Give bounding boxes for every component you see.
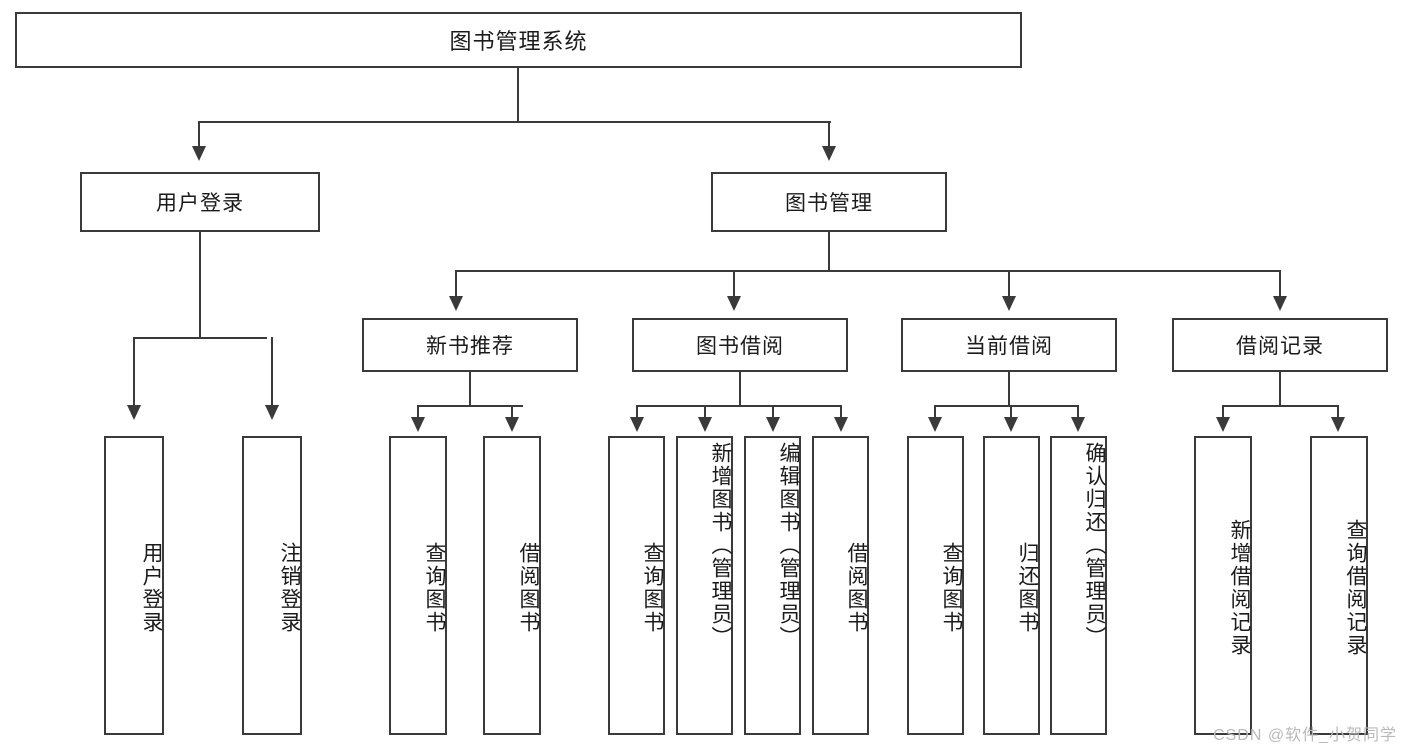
leaf-current-query-book[interactable]: 查询图书 (907, 436, 964, 735)
arrowhead-level3-3 (1002, 296, 1016, 311)
arrowhead-borrow-record-2 (1331, 417, 1345, 432)
connector-new-book-bus (417, 405, 523, 407)
connector-book-borrow-drop-4 (840, 405, 842, 419)
leaf-borrow-borrow-book[interactable]: 借阅图书 (812, 436, 869, 735)
arrowhead-level3-2 (727, 296, 741, 311)
arrowhead-book-borrow-3 (766, 417, 780, 432)
arrowhead-new-book-2 (505, 417, 519, 432)
node-label: 查询图书 (940, 541, 963, 634)
node-borrow-record[interactable]: 借阅记录 (1172, 318, 1388, 372)
connector-user-login-drop-1 (133, 337, 135, 407)
leaf-user-login[interactable]: 用户登录 (104, 436, 164, 735)
leaf-record-query-borrow-record[interactable]: 查询借阅记录 (1310, 436, 1368, 735)
arrowhead-user-login-2 (265, 405, 279, 420)
arrowhead-current-borrow-3 (1071, 417, 1085, 432)
arrowhead-level2-2 (822, 146, 836, 161)
arrowhead-level3-4 (1273, 296, 1287, 311)
connector-level3-drop-1 (455, 270, 457, 298)
connector-book-borrow-drop-3 (772, 405, 774, 419)
leaf-borrow-query-book[interactable]: 查询图书 (608, 436, 665, 735)
connector-current-borrow-stem (1008, 372, 1010, 406)
node-root-book-management-system[interactable]: 图书管理系统 (15, 12, 1022, 68)
arrowhead-borrow-record-1 (1216, 417, 1230, 432)
node-label: 用户登录 (156, 192, 244, 215)
leaf-recommend-query-book[interactable]: 查询图书 (389, 436, 447, 735)
connector-level3-drop-2 (733, 270, 735, 298)
arrowhead-book-borrow-4 (834, 417, 848, 432)
node-label: 查询图书 (423, 541, 446, 634)
node-label: 新增图书（管理员） (709, 442, 732, 649)
node-book-borrow[interactable]: 图书借阅 (632, 318, 848, 372)
leaf-record-add-borrow-record[interactable]: 新增借阅记录 (1194, 436, 1252, 735)
leaf-user-logout[interactable]: 注销登录 (242, 436, 302, 735)
node-label: 借阅图书 (517, 541, 540, 634)
connector-current-borrow-drop-2 (1010, 405, 1012, 419)
leaf-recommend-borrow-book[interactable]: 借阅图书 (483, 436, 541, 735)
connector-new-book-stem (469, 372, 471, 406)
connector-current-borrow-drop-3 (1077, 405, 1079, 419)
arrowhead-book-borrow-2 (698, 417, 712, 432)
connector-book-borrow-drop-1 (636, 405, 638, 419)
connector-level2-drop-2 (828, 121, 830, 149)
node-label: 图书管理系统 (449, 29, 588, 54)
connector-level3-bus (455, 270, 1281, 272)
arrowhead-new-book-1 (411, 417, 425, 432)
node-label: 用户登录 (140, 541, 163, 634)
connector-book-management-stem (828, 232, 830, 271)
node-label: 图书管理 (785, 192, 873, 215)
node-label: 新书推荐 (426, 335, 514, 358)
connector-level3-drop-4 (1279, 270, 1281, 298)
node-label: 图书借阅 (696, 335, 784, 358)
connector-book-borrow-stem (739, 372, 741, 406)
arrowhead-level2-1 (192, 146, 206, 161)
leaf-current-return-book[interactable]: 归还图书 (983, 436, 1040, 735)
node-current-borrow[interactable]: 当前借阅 (901, 318, 1117, 372)
node-label: 查询借阅记录 (1344, 518, 1367, 657)
connector-user-login-stem (199, 232, 201, 338)
connector-borrow-record-stem (1279, 372, 1281, 406)
connector-user-login-bus (133, 337, 267, 339)
node-label: 归还图书 (1016, 541, 1039, 634)
node-user-login[interactable]: 用户登录 (80, 172, 320, 232)
node-label: 当前借阅 (965, 335, 1053, 358)
node-book-management[interactable]: 图书管理 (711, 172, 947, 232)
node-label: 借阅图书 (845, 541, 868, 634)
connector-borrow-record-bus (1222, 405, 1338, 407)
connector-root-stem (517, 68, 519, 122)
connector-level3-drop-3 (1008, 270, 1010, 298)
connector-book-borrow-bus (636, 405, 842, 407)
leaf-borrow-add-book-admin[interactable]: 新增图书（管理员） (676, 436, 733, 735)
node-label: 确认归还（管理员） (1083, 442, 1106, 649)
arrowhead-book-borrow-1 (630, 417, 644, 432)
arrowhead-current-borrow-1 (928, 417, 942, 432)
connector-level2-bus (198, 121, 831, 123)
node-label: 借阅记录 (1236, 335, 1324, 358)
node-label: 编辑图书（管理员） (777, 442, 800, 649)
connector-new-book-drop-2 (511, 405, 513, 419)
connector-borrow-record-drop-2 (1337, 405, 1339, 419)
node-new-book-recommend[interactable]: 新书推荐 (362, 318, 578, 372)
connector-current-borrow-bus (934, 405, 1078, 407)
connector-current-borrow-drop-1 (934, 405, 936, 419)
connector-book-borrow-drop-2 (704, 405, 706, 419)
node-label: 注销登录 (278, 541, 301, 634)
arrowhead-user-login-1 (127, 405, 141, 420)
arrowhead-current-borrow-2 (1004, 417, 1018, 432)
connector-borrow-record-drop-1 (1222, 405, 1224, 419)
connector-new-book-drop-1 (417, 405, 419, 419)
node-label: 新增借阅记录 (1228, 518, 1251, 657)
node-label: 查询图书 (641, 541, 664, 634)
connector-level2-drop-1 (198, 121, 200, 149)
leaf-current-confirm-return-admin[interactable]: 确认归还（管理员） (1050, 436, 1107, 735)
arrowhead-level3-1 (449, 296, 463, 311)
leaf-borrow-edit-book-admin[interactable]: 编辑图书（管理员） (744, 436, 801, 735)
connector-user-login-drop-2 (271, 337, 273, 407)
